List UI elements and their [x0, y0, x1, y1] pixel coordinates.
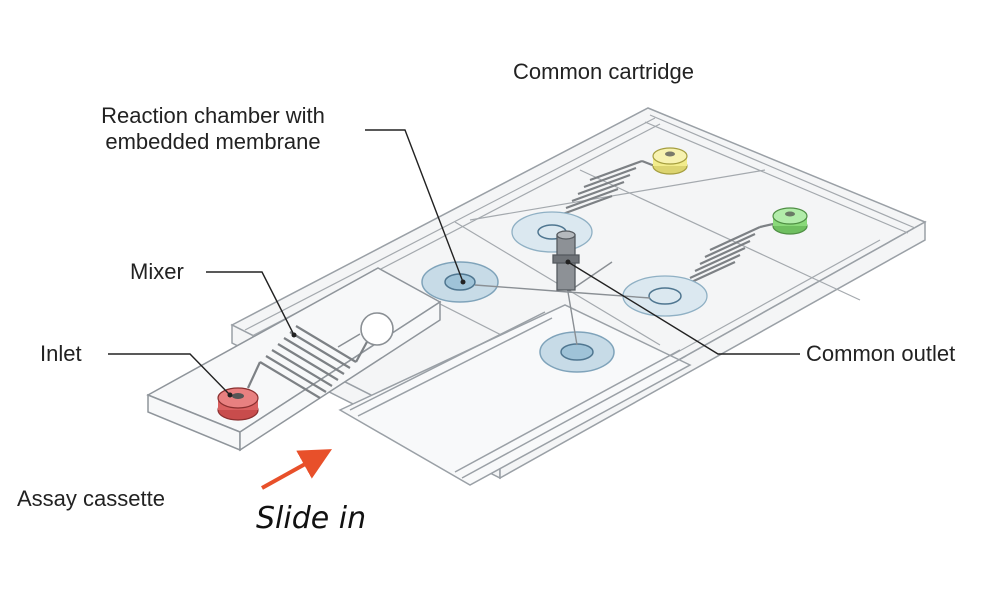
inlet-port — [217, 387, 259, 421]
reaction-chamber-center — [421, 261, 499, 303]
label-reaction-chamber: Reaction chamber with embedded membrane — [63, 103, 363, 156]
label-common-cartridge: Common cartridge — [513, 59, 694, 84]
label-inlet: Inlet — [40, 341, 82, 366]
label-reaction-chamber-line2: embedded membrane — [105, 129, 321, 155]
reaction-chamber-right — [622, 275, 708, 317]
green-port — [772, 207, 808, 235]
label-common-outlet: Common outlet — [806, 341, 956, 366]
reaction-chamber-top — [511, 211, 593, 253]
leader-lines — [108, 129, 800, 396]
reaction-chamber-lower — [539, 331, 615, 373]
label-reaction-chamber-line1: Reaction chamber with — [101, 103, 325, 128]
empty-reservoir — [360, 312, 394, 346]
yellow-port — [652, 147, 688, 175]
label-mixer: Mixer — [130, 259, 184, 284]
label-assay-cassette: Assay cassette — [17, 486, 165, 511]
mixer-left — [247, 325, 369, 399]
slide-in-arrow — [261, 449, 332, 490]
label-slide-in: Slide in — [256, 501, 367, 536]
